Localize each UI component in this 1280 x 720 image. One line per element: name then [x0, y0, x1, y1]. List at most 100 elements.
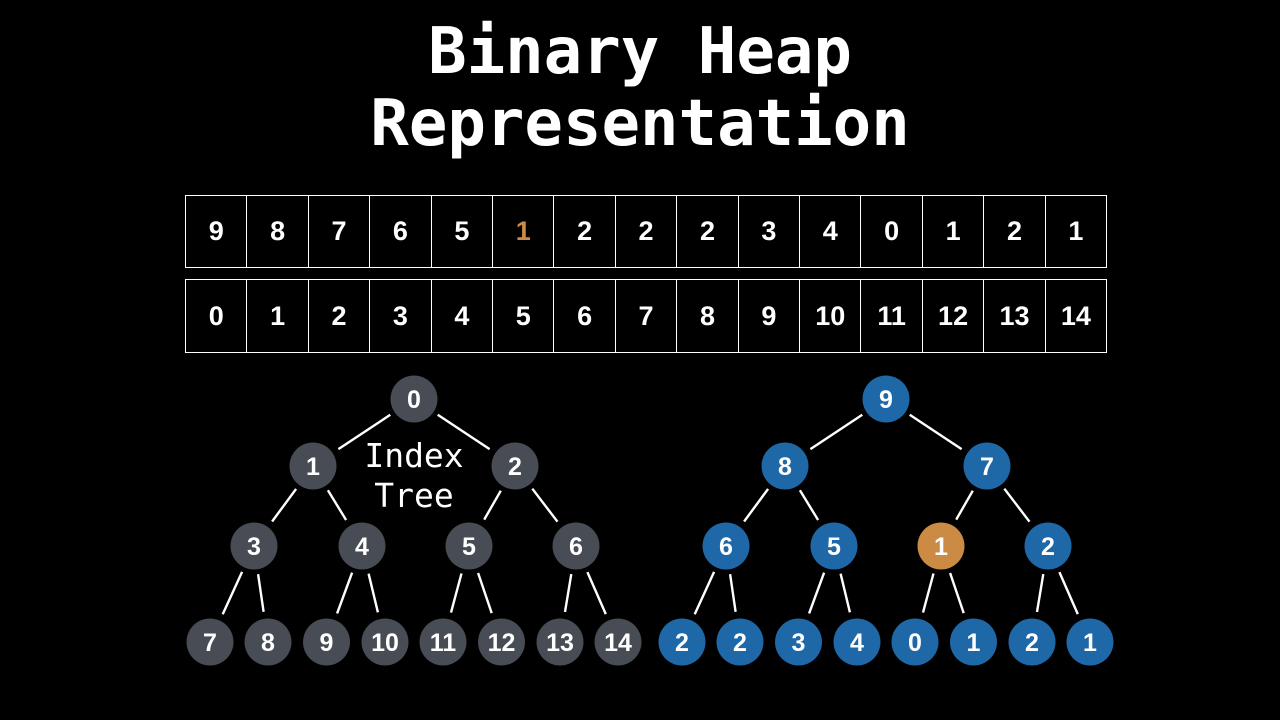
index-tree-node-1: [289, 442, 337, 490]
array-index-cell-5: 5: [492, 280, 553, 352]
array-value-cell-2: 7: [307, 196, 369, 267]
index-tree-edge-2-6: [531, 487, 559, 523]
value-tree-node-4: [810, 522, 858, 570]
value-tree-node-label-0: 9: [879, 386, 893, 414]
array-value-cell-6: 2: [553, 196, 614, 267]
value-tree-edge-4-9: [807, 572, 826, 614]
array-index-cell-9: 9: [737, 280, 799, 352]
value-tree-node-3: [702, 522, 750, 570]
value-tree-node-label-4: 5: [827, 533, 841, 561]
index-tree-node-13: [536, 618, 584, 666]
value-tree-node-label-6: 2: [1041, 533, 1055, 561]
value-tree-edge-1-3: [743, 488, 770, 523]
index-tree-node-label-9: 9: [320, 629, 334, 657]
index-tree-edge-3-7: [221, 571, 244, 615]
array-value-cell-8: 2: [676, 196, 737, 267]
index-tree-node-label-10: 10: [371, 629, 399, 657]
index-tree-node-label-14: 14: [604, 629, 632, 657]
index-tree-node-label-7: 7: [203, 629, 217, 657]
index-tree-edge-6-14: [586, 571, 607, 615]
page-title-line-2: Representation: [370, 87, 910, 161]
array-value-cell-14: 1: [1044, 196, 1106, 267]
index-tree-edge-0-1: [337, 413, 391, 451]
index-tree-node-label-4: 4: [355, 533, 369, 561]
value-tree-edge-0-1: [809, 413, 863, 451]
value-tree-edge-6-14: [1058, 571, 1079, 615]
index-tree-edge-6-13: [563, 573, 573, 613]
value-tree-node-label-13: 2: [1025, 629, 1039, 657]
array-index-cell-3: 3: [369, 280, 430, 352]
index-tree-node-3: [230, 522, 278, 570]
index-tree-node-5: [445, 522, 493, 570]
value-tree-node-7: [658, 618, 706, 666]
index-tree-node-label-6: 6: [569, 533, 583, 561]
index-tree-node-2: [491, 442, 539, 490]
value-tree-node-label-14: 1: [1083, 629, 1097, 657]
index-tree-node-11: [419, 618, 467, 666]
value-tree-node-label-9: 3: [792, 629, 806, 657]
array-value-cell-7: 2: [614, 196, 676, 267]
index-tree-node-label-13: 13: [546, 629, 574, 657]
value-tree-node-label-11: 0: [908, 629, 922, 657]
value-tree-node-10: [833, 618, 881, 666]
array-index-cell-11: 11: [860, 280, 921, 352]
array-index-cell-13: 13: [983, 280, 1044, 352]
index-tree-node-12: [478, 618, 525, 666]
index-tree-node-label-0: 0: [407, 386, 421, 414]
array-value-cell-11: 0: [860, 196, 921, 267]
index-tree-node-label-8: 8: [261, 629, 275, 657]
index-tree-edge-4-9: [335, 572, 354, 614]
value-tree-node-label-8: 2: [733, 629, 747, 657]
array-index-cell-1: 1: [246, 280, 307, 352]
index-tree-node-14: [594, 618, 642, 666]
index-tree-edge-1-3: [271, 488, 298, 523]
array-value-cell-0: 9: [208, 216, 224, 246]
value-tree-node-label-5: 1: [934, 533, 948, 561]
index-tree-label: Index Tree: [364, 436, 463, 516]
array-index-cell-12: 12: [921, 280, 983, 352]
index-tree-node-10: [361, 618, 409, 666]
array-index-cell-8: 8: [676, 280, 737, 352]
value-tree-edge-0-2: [909, 413, 963, 451]
index-tree-edge-5-11: [449, 573, 463, 613]
value-tree-node-9: [775, 618, 822, 666]
index-tree-edge-1-4: [326, 489, 348, 521]
index-tree-node-6: [552, 522, 600, 570]
array-value-cell-5: 1: [492, 196, 553, 267]
array-index-cell-0: 0: [208, 300, 224, 331]
array-value-cell-1: 8: [246, 196, 307, 267]
value-tree-node-11: [891, 618, 939, 666]
index-tree-edge-3-8: [256, 574, 265, 612]
value-tree-node-2: [963, 442, 1011, 490]
index-tree-node-9: [303, 618, 350, 666]
array-index-cell-7: 7: [614, 280, 676, 352]
value-tree-node-1: [761, 442, 809, 490]
index-tree-node-label-11: 11: [430, 629, 457, 657]
index-tree-node-label-1: 1: [306, 453, 320, 481]
value-tree-node-label-2: 7: [980, 453, 994, 481]
value-tree-edge-1-4: [798, 489, 820, 521]
array-index-cell-6: 6: [553, 280, 614, 352]
index-tree-edge-5-12: [476, 572, 493, 614]
index-tree-label-line-1: Index: [364, 436, 464, 475]
value-tree-edge-6-13: [1035, 573, 1045, 613]
index-tree-edge-2-5: [483, 490, 502, 521]
page-title-line-1: Binary Heap: [428, 15, 852, 89]
array-value-cell-13: 2: [983, 196, 1044, 267]
array-value-cell-3: 6: [369, 196, 430, 267]
value-tree-node-label-10: 4: [850, 629, 864, 657]
array-index-cell-4: 4: [430, 280, 492, 352]
array-index-cell-2: 2: [307, 280, 369, 352]
value-tree-edge-4-10: [839, 573, 852, 613]
array-index-cell-10: 10: [799, 280, 860, 352]
index-tree-edge-4-10: [367, 573, 380, 613]
index-tree-node-4: [338, 522, 386, 570]
value-tree-edge-5-11: [921, 573, 935, 613]
array-value-cell-12: 1: [921, 196, 983, 267]
value-tree-node-12: [950, 618, 997, 666]
value-tree-node-label-3: 6: [719, 533, 733, 561]
